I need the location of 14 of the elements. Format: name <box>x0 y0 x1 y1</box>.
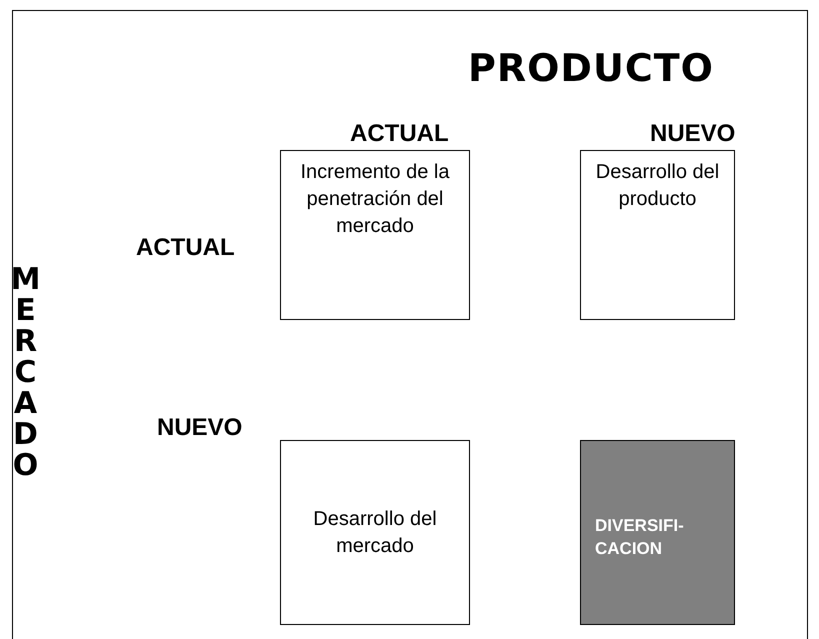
title: PRODUCTO <box>468 46 714 90</box>
row-header: ACTUAL <box>136 234 235 262</box>
axis-title: MERCADO <box>10 262 40 479</box>
quadrant-box <box>580 150 735 320</box>
quadrant-box <box>280 440 470 625</box>
column-header: ACTUAL <box>350 120 449 148</box>
quadrant-box <box>280 150 470 320</box>
row-header: NUEVO <box>157 414 242 442</box>
column-header: NUEVO <box>650 120 736 148</box>
quadrant-text: DIVERSIFI- CACION <box>594 514 685 560</box>
quadrant-text: Desarrollo del mercado <box>312 506 438 558</box>
quadrant-text: Incremento de la penetración del mercado <box>300 160 450 239</box>
highlighted-quadrant-box <box>580 440 735 625</box>
quadrant-text: Desarrollo del producto <box>594 160 720 212</box>
